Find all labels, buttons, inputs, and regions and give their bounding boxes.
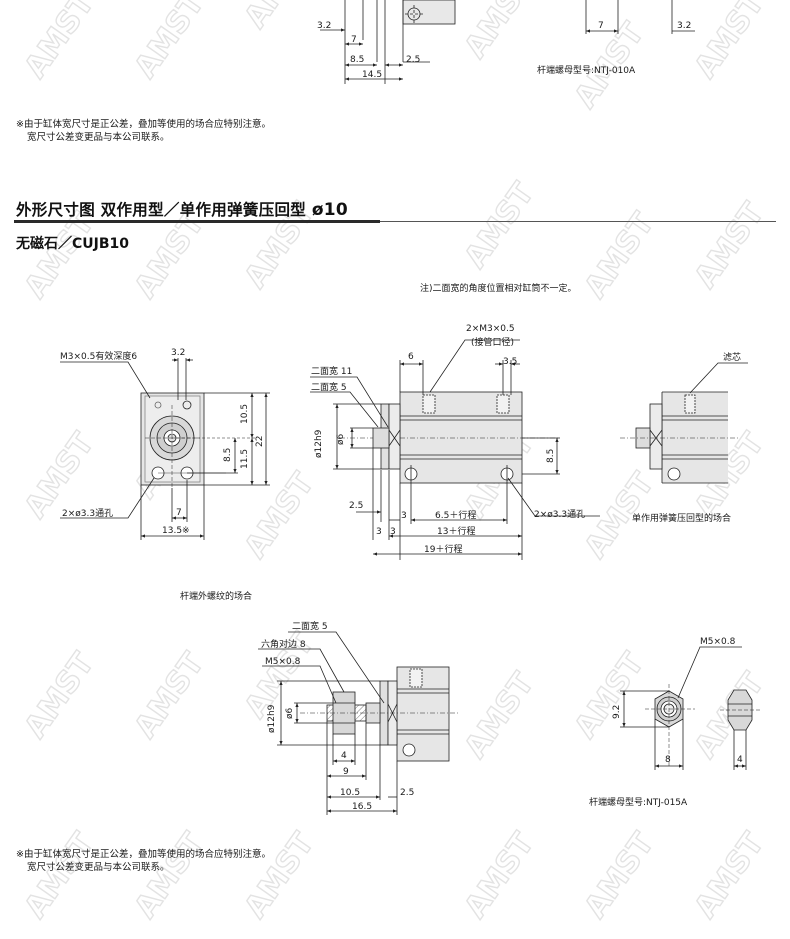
nut-model-label: 杆端螺母型号:NTJ-015A <box>589 796 688 808</box>
dim-top-right-32: 3.2 <box>677 21 691 31</box>
dim-top-right-7: 7 <box>598 21 604 31</box>
nut-dim-92: 9.2 <box>612 705 622 719</box>
watermark-mark: AMST <box>128 826 212 924</box>
dim-front-115: 11.5 <box>240 449 250 469</box>
dim-side-35: 3.5 <box>503 357 517 367</box>
male-thread-labels: 杆端外螺纹的场合 二面宽 5 六角对边 8 M5×0.8 ø12h9 ø6 4 … <box>180 590 414 812</box>
dim-side-85: 8.5 <box>546 449 556 463</box>
dim-side-3a: 3 <box>401 511 407 521</box>
dim-stroke-65: 6.5＋行程 <box>435 509 476 521</box>
spring-view-drawing <box>620 362 748 484</box>
note-bottom: ※由于缸体宽尺寸是正公差，叠加等使用的场合应特别注意。 宽尺寸公差变更品与本公司… <box>16 848 271 874</box>
male-dia-6: ø6 <box>285 707 295 719</box>
watermark-mark: AMST <box>458 666 542 764</box>
dim-top-7: 7 <box>351 35 357 45</box>
male-dim-9: 9 <box>343 767 349 777</box>
port-label: 2×M3×0.5 <box>466 324 515 334</box>
dia-rod-12h9: ø12h9 <box>314 429 324 458</box>
section-title: 外形尺寸图 双作用型／单作用弹簧压回型 ø10 <box>16 198 348 220</box>
nut-m5-label: M5×0.8 <box>700 637 736 647</box>
section-rule-thick <box>14 220 380 223</box>
port-sub-label: (接管口径) <box>471 336 514 348</box>
section-subtitle: 无磁石／CUJB10 <box>16 236 130 252</box>
dim-front-135: 13.5※ <box>162 526 190 536</box>
watermark-mark: AMST <box>238 826 322 924</box>
front-view-drawing <box>60 358 270 540</box>
dim-stroke-19: 19＋行程 <box>424 543 462 555</box>
watermark-mark: AMST <box>128 646 212 744</box>
watermark-mark: AMST <box>568 646 652 744</box>
watermark-mark: AMST <box>238 466 322 564</box>
flat-11-label: 二面宽 11 <box>311 365 352 377</box>
spring-caption: 单作用弹簧压回型的场合 <box>632 512 731 524</box>
dim-front-105: 10.5 <box>240 404 250 424</box>
dia-6: ø6 <box>336 433 346 445</box>
callout-side-holes: 2×ø3.3通孔 <box>534 509 585 520</box>
main-note: 注)二面宽的角度位置相对缸筒不一定。 <box>420 282 577 294</box>
male-dim-4: 4 <box>341 751 347 761</box>
dim-front-22: 22 <box>255 436 265 447</box>
watermark-mark: AMST <box>688 196 772 294</box>
top-fragment-drawing <box>320 0 695 84</box>
nut-label-top: 杆端螺母型号:NTJ-010A <box>537 64 636 76</box>
watermark-mark: AMST <box>128 0 212 85</box>
callout-front-holes: 2×ø3.3通孔 <box>62 508 113 519</box>
note-top-line1: ※由于缸体宽尺寸是正公差，叠加等使用的场合应特别注意。 <box>16 119 271 130</box>
dim-front-7: 7 <box>176 508 182 518</box>
spring-view-labels: 滤芯 单作用弹簧压回型的场合 <box>632 351 741 524</box>
watermark-mark: AMST <box>18 646 102 744</box>
male-dia-12h9: ø12h9 <box>267 704 277 733</box>
section-rule-thin <box>380 221 776 222</box>
dim-stroke-13: 13＋行程 <box>437 525 475 537</box>
male-dim-105: 10.5 <box>340 788 360 798</box>
side-view-labels: 2×M3×0.5 (接管口径) 6 3.5 二面宽 11 二面宽 5 ø12h9… <box>311 324 585 555</box>
watermark-mark: AMST <box>688 826 772 924</box>
hex-8-label: 六角对边 8 <box>261 638 306 650</box>
dim-side-3c: 3 <box>390 527 396 537</box>
male-thread-drawing <box>258 631 460 815</box>
side-view-drawing <box>310 339 600 560</box>
dim-front-85: 8.5 <box>223 448 233 462</box>
watermark-mark: AMST <box>458 0 542 65</box>
dim-side-25: 2.5 <box>349 501 363 511</box>
watermark-mark: AMST <box>18 826 102 924</box>
section-diameter: ø10 <box>311 200 349 220</box>
nut-dim-8: 8 <box>665 755 671 765</box>
dim-top-25: 2.5 <box>406 55 420 65</box>
note-top: ※由于缸体宽尺寸是正公差，叠加等使用的场合应特别注意。 宽尺寸公差变更品与本公司… <box>16 118 271 144</box>
male-dim-165: 16.5 <box>352 802 372 812</box>
section-title-text: 外形尺寸图 双作用型／单作用弹簧压回型 <box>16 201 307 219</box>
top-fragment-labels: 3.2 7 8.5 2.5 14.5 7 3.2 杆端螺母型号:NTJ-010A <box>317 21 691 80</box>
dim-front-32: 3.2 <box>171 348 185 358</box>
note-top-line2: 宽尺寸公差变更品与本公司联系。 <box>27 132 170 143</box>
watermark-mark: AMST <box>18 0 102 85</box>
dim-top-85: 8.5 <box>350 55 364 65</box>
watermark-mark: AMST <box>458 826 542 924</box>
watermark-mark: AMST <box>688 0 772 85</box>
watermark-mark: AMST <box>578 826 662 924</box>
male-thread-caption: 杆端外螺纹的场合 <box>180 590 252 602</box>
dim-top-32: 3.2 <box>317 21 331 31</box>
flat-5-label: 二面宽 5 <box>311 381 347 393</box>
dim-side-6: 6 <box>408 352 414 362</box>
nut-labels: M5×0.8 9.2 8 4 杆端螺母型号:NTJ-015A <box>589 637 743 808</box>
filter-label: 滤芯 <box>723 351 741 363</box>
callout-m3-thread: M3×0.5有效深度6 <box>60 350 137 362</box>
dim-side-3b: 3 <box>376 527 382 537</box>
watermark-mark: AMST <box>458 176 542 274</box>
dim-top-145: 14.5 <box>362 70 382 80</box>
nut-dim-4: 4 <box>737 755 743 765</box>
note-bottom-line1: ※由于缸体宽尺寸是正公差，叠加等使用的场合应特别注意。 <box>16 849 271 860</box>
watermark-mark: AMST <box>238 0 322 35</box>
male-flat-5-label: 二面宽 5 <box>292 620 328 632</box>
note-bottom-line2: 宽尺寸公差变更品与本公司联系。 <box>27 862 170 873</box>
male-m5-label: M5×0.8 <box>265 657 301 667</box>
male-dim-25: 2.5 <box>400 788 414 798</box>
front-view-labels: M3×0.5有效深度6 3.2 10.5 11.5 22 8.5 2×ø3.3通… <box>60 348 265 536</box>
nut-drawing <box>620 646 760 770</box>
